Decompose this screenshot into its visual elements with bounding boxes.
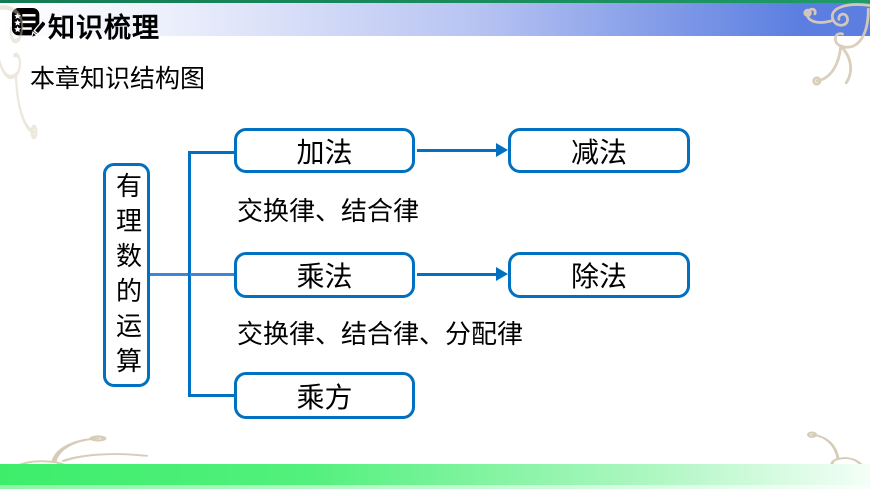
section-subtitle: 本章知识结构图 xyxy=(30,64,206,93)
connector-branch-addition xyxy=(190,151,236,154)
node-label: 加法 xyxy=(296,135,353,169)
node-label: 乘法 xyxy=(296,260,353,293)
law-text-multiplication: 交换律、结合律、分配律 xyxy=(237,320,524,350)
connector-trunk xyxy=(188,151,191,397)
top-accent-line xyxy=(0,0,870,3)
node-subtraction: 减法 xyxy=(508,128,690,173)
connector-branch-power xyxy=(190,394,236,397)
connector-branch-multiplication xyxy=(190,273,236,276)
page-title: 知识梳理 xyxy=(48,13,160,44)
node-rational-operations: 有理数的运算 xyxy=(103,163,150,387)
arrow-multiplication-to-division xyxy=(417,273,498,276)
node-multiplication: 乘法 xyxy=(234,252,415,298)
checklist-pencil-icon xyxy=(11,7,48,39)
node-label: 减法 xyxy=(570,135,627,169)
header-bar xyxy=(0,3,870,36)
node-division: 除法 xyxy=(508,252,690,298)
node-label: 乘方 xyxy=(296,380,353,414)
bottom-accent-strip xyxy=(0,485,870,489)
node-label: 除法 xyxy=(570,260,627,293)
arrow-addition-to-subtraction xyxy=(417,149,498,152)
node-label: 有理数的运算 xyxy=(111,172,142,382)
arrowhead-icon xyxy=(496,143,508,157)
arrowhead-icon xyxy=(496,267,508,281)
node-addition: 加法 xyxy=(234,128,415,173)
node-power: 乘方 xyxy=(234,372,415,419)
law-text-addition: 交换律、结合律 xyxy=(237,197,420,227)
bottom-accent-bar xyxy=(0,464,870,485)
connector-root xyxy=(150,273,190,276)
